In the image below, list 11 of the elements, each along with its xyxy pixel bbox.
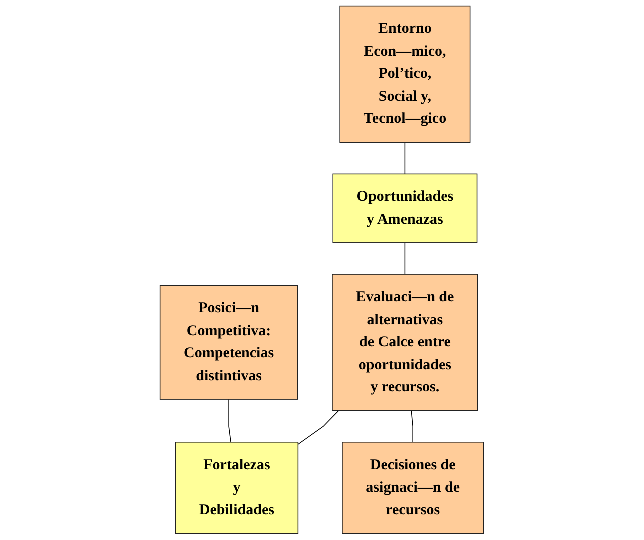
connector <box>404 242 406 275</box>
node-box: Decisiones de asignaci—n de recursos <box>342 442 484 534</box>
node-box: Oportunidades y Amenazas <box>332 174 478 244</box>
connector <box>228 399 232 443</box>
node-box: Posici—n Competitiva: Competencias distintivas <box>160 285 298 400</box>
node-box: Evaluaci—n de alternativas de Calce entre oportunidades y recursos. <box>332 274 478 412</box>
node-box: Fortalezas y Debilidades <box>175 442 299 534</box>
node-box: Entorno Econ—mico, Pol’tico, Social y, Tecnol—gico <box>340 6 471 143</box>
connector <box>298 410 340 445</box>
connector <box>411 410 414 443</box>
connector <box>404 142 406 175</box>
